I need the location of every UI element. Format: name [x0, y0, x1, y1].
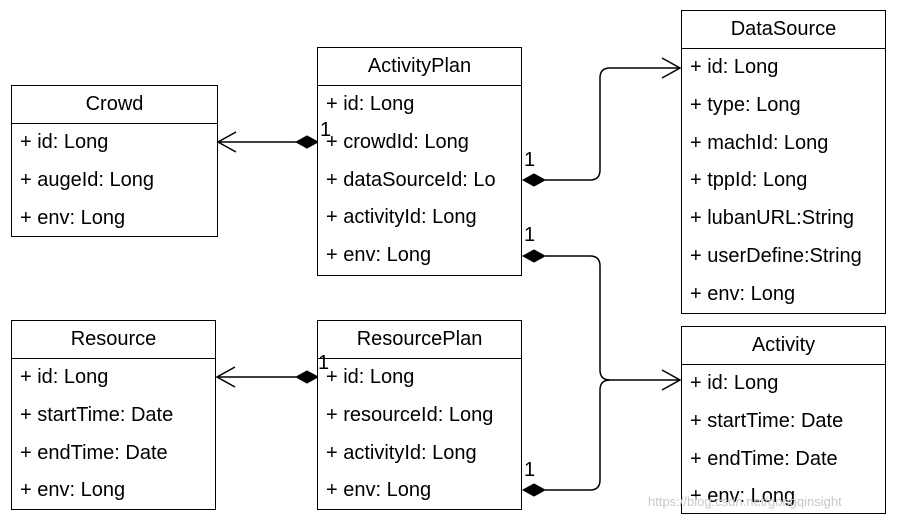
attribute: + lubanURL:String	[690, 207, 854, 230]
class-resource: Resource + id: Long + startTime: Date + …	[11, 320, 216, 510]
composition-diamond-resplan-resource	[294, 370, 320, 384]
class-activity-plan: ActivityPlan + id: Long + crowdId: Long …	[317, 47, 522, 276]
attribute: + augeId: Long	[20, 168, 155, 191]
attribute: + env: Long	[20, 479, 126, 502]
attribute: + userDefine:String	[690, 244, 862, 267]
class-resource-name: Resource	[12, 321, 215, 359]
class-activity: Activity + id: Long + startTime: Date + …	[681, 326, 886, 514]
association-plan-datasource	[545, 67, 680, 181]
attribute: + env: Long	[690, 485, 796, 508]
attribute: + env: Long	[690, 282, 796, 305]
attribute: + machId: Long	[690, 131, 829, 154]
class-crowd: Crowd + id: Long + augeId: Long + env: L…	[11, 85, 218, 237]
attribute: + id: Long	[690, 372, 779, 394]
class-data-source-name: DataSource	[682, 11, 885, 49]
multiplicity-resplan-resource: 1	[318, 352, 330, 374]
attribute: + id: Long	[690, 56, 779, 78]
attribute: + id: Long	[326, 93, 415, 115]
attribute: + endTime: Date	[690, 447, 838, 470]
class-crowd-name: Crowd	[12, 86, 217, 124]
attribute: + id: Long	[20, 366, 109, 388]
attribute: + startTime: Date	[690, 409, 844, 432]
arrowhead-activity	[661, 369, 682, 391]
class-activity-name: Activity	[682, 327, 885, 365]
association-plan-activity	[545, 255, 680, 381]
attribute: + env: Long	[326, 479, 432, 502]
arrowhead-datasource	[661, 57, 682, 79]
attribute: + id: Long	[20, 131, 109, 153]
attribute: + id: Long	[326, 366, 415, 388]
attribute: + resourceId: Long	[326, 403, 494, 426]
attribute: + activityId: Long	[326, 206, 477, 229]
multiplicity-plan-activity: 1	[524, 224, 536, 246]
attribute: + crowdId: Long	[326, 130, 469, 153]
composition-diamond-plan-activity	[521, 249, 547, 263]
attribute: + tppId: Long	[690, 169, 808, 192]
arrowhead-resource	[215, 366, 236, 388]
attribute: + dataSourceId: Lo	[326, 168, 496, 191]
attribute: + activityId: Long	[326, 441, 477, 464]
multiplicity-plan-crowd: 1	[320, 119, 332, 141]
class-activity-plan-name: ActivityPlan	[318, 48, 521, 86]
attribute: + startTime: Date	[20, 403, 174, 426]
watermark: https://blog.csdn.net/gongqinsight	[648, 494, 842, 509]
class-data-source: DataSource + id: Long + type: Long + mac…	[681, 10, 886, 314]
attribute: + endTime: Date	[20, 441, 168, 464]
composition-diamond-resplan-activity	[521, 483, 547, 497]
arrowhead-crowd	[216, 131, 237, 153]
attribute: + env: Long	[20, 206, 126, 229]
attribute: + env: Long	[326, 244, 432, 267]
multiplicity-plan-datasource: 1	[524, 149, 536, 171]
composition-diamond-plan-crowd	[294, 135, 320, 149]
class-resource-plan: ResourcePlan + id: Long + resourceId: Lo…	[317, 320, 522, 510]
composition-diamond-plan-datasource	[521, 173, 547, 187]
association-resplan-activity	[545, 379, 611, 491]
class-resource-plan-name: ResourcePlan	[318, 321, 521, 359]
attribute: + type: Long	[690, 93, 801, 116]
multiplicity-resplan-activity: 1	[524, 459, 536, 481]
